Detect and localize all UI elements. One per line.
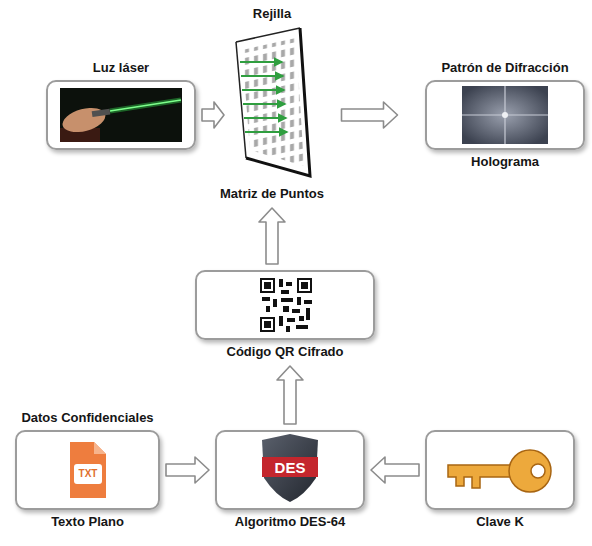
block-arrow bbox=[342, 102, 398, 128]
key-hole bbox=[531, 464, 545, 478]
qr-module bbox=[281, 290, 289, 294]
qr-module bbox=[286, 282, 292, 286]
node-caption: Holograma bbox=[471, 154, 539, 170]
block-arrow bbox=[277, 366, 303, 424]
des-icon bbox=[262, 434, 318, 502]
key-shaft bbox=[448, 465, 510, 488]
qr-module bbox=[286, 326, 290, 332]
block-arrow bbox=[202, 102, 224, 128]
qr-finder bbox=[264, 282, 271, 289]
node-heading: Patrón de Difracción bbox=[441, 60, 568, 76]
node-heading: Luz láser bbox=[93, 60, 149, 76]
grating-edge bbox=[236, 42, 246, 158]
hologram-image bbox=[462, 86, 548, 144]
grating-edge bbox=[236, 28, 300, 42]
qr-finder bbox=[262, 280, 273, 291]
node-caption: Código QR Cifrado bbox=[227, 344, 344, 360]
diffraction-center bbox=[502, 112, 508, 118]
qr-module bbox=[297, 297, 301, 305]
laser-beam bbox=[110, 100, 181, 111]
node-caption: Matriz de Puntos bbox=[220, 186, 324, 202]
block-arrow bbox=[371, 457, 419, 483]
cipher-label: DES bbox=[275, 460, 306, 475]
qr-code bbox=[258, 276, 314, 334]
file-fold bbox=[94, 442, 106, 454]
block-arrow bbox=[259, 208, 285, 264]
key-icon bbox=[448, 450, 551, 492]
laser-ray bbox=[242, 89, 284, 91]
key-bow bbox=[509, 450, 551, 492]
laser-ray bbox=[245, 131, 287, 133]
qr-module bbox=[273, 299, 277, 307]
node-caption: Clave K bbox=[476, 514, 524, 530]
laser-ray bbox=[241, 75, 283, 77]
node-caption: Algoritmo DES-64 bbox=[235, 514, 346, 530]
hand bbox=[60, 104, 108, 137]
qr-module bbox=[279, 279, 283, 287]
qr-module bbox=[287, 318, 295, 322]
qr-module bbox=[266, 306, 270, 312]
qr-finder bbox=[260, 317, 275, 332]
laser-pointer bbox=[92, 109, 111, 117]
file-page bbox=[70, 442, 106, 498]
dot-matrix bbox=[242, 38, 304, 166]
laser-ray bbox=[244, 117, 286, 119]
qr-module bbox=[306, 308, 310, 320]
qr-module bbox=[296, 325, 308, 329]
file-type-label: TXT bbox=[79, 469, 98, 479]
qr-finder bbox=[297, 278, 312, 293]
laser-ray bbox=[240, 61, 282, 63]
file-tag bbox=[74, 464, 102, 484]
shield bbox=[262, 434, 318, 502]
image-box: Clave K bbox=[425, 430, 575, 510]
qr-finder bbox=[301, 282, 308, 289]
qr-module bbox=[299, 316, 304, 321]
txt-file-icon bbox=[70, 442, 106, 498]
qr-finder bbox=[262, 319, 273, 330]
qr-module bbox=[279, 316, 283, 326]
qr-module bbox=[283, 306, 289, 312]
des-band bbox=[262, 457, 318, 477]
qr-finder bbox=[264, 321, 271, 328]
node-heading: Datos Confidenciales bbox=[21, 410, 153, 426]
laser-photo bbox=[60, 88, 182, 142]
qr-module bbox=[304, 300, 312, 304]
node-heading: Rejilla bbox=[253, 6, 291, 22]
qr-modules bbox=[262, 279, 312, 332]
qr-finder bbox=[299, 280, 310, 291]
qr-ground bbox=[258, 276, 314, 334]
diffraction-ground bbox=[462, 86, 548, 144]
block-arrow bbox=[166, 457, 209, 483]
grating-edge bbox=[246, 28, 310, 176]
laser-rays bbox=[240, 62, 287, 132]
qr-module bbox=[281, 298, 293, 302]
qr-finder bbox=[260, 278, 275, 293]
laser-glow bbox=[110, 100, 181, 111]
grating bbox=[236, 28, 310, 176]
qr-module bbox=[262, 297, 270, 301]
image-box: Patrón de DifracciónHolograma bbox=[425, 80, 585, 150]
laser-ray bbox=[243, 103, 285, 105]
qr-module bbox=[292, 309, 300, 313]
photo-ground bbox=[60, 88, 182, 142]
image-box: Código QR Cifrado bbox=[195, 270, 375, 340]
image-box: Luz láser bbox=[46, 80, 196, 150]
node-caption: Texto Plano bbox=[51, 514, 124, 530]
grating: RejillaMatriz de Puntos bbox=[230, 28, 314, 180]
grating-panel bbox=[236, 28, 310, 176]
